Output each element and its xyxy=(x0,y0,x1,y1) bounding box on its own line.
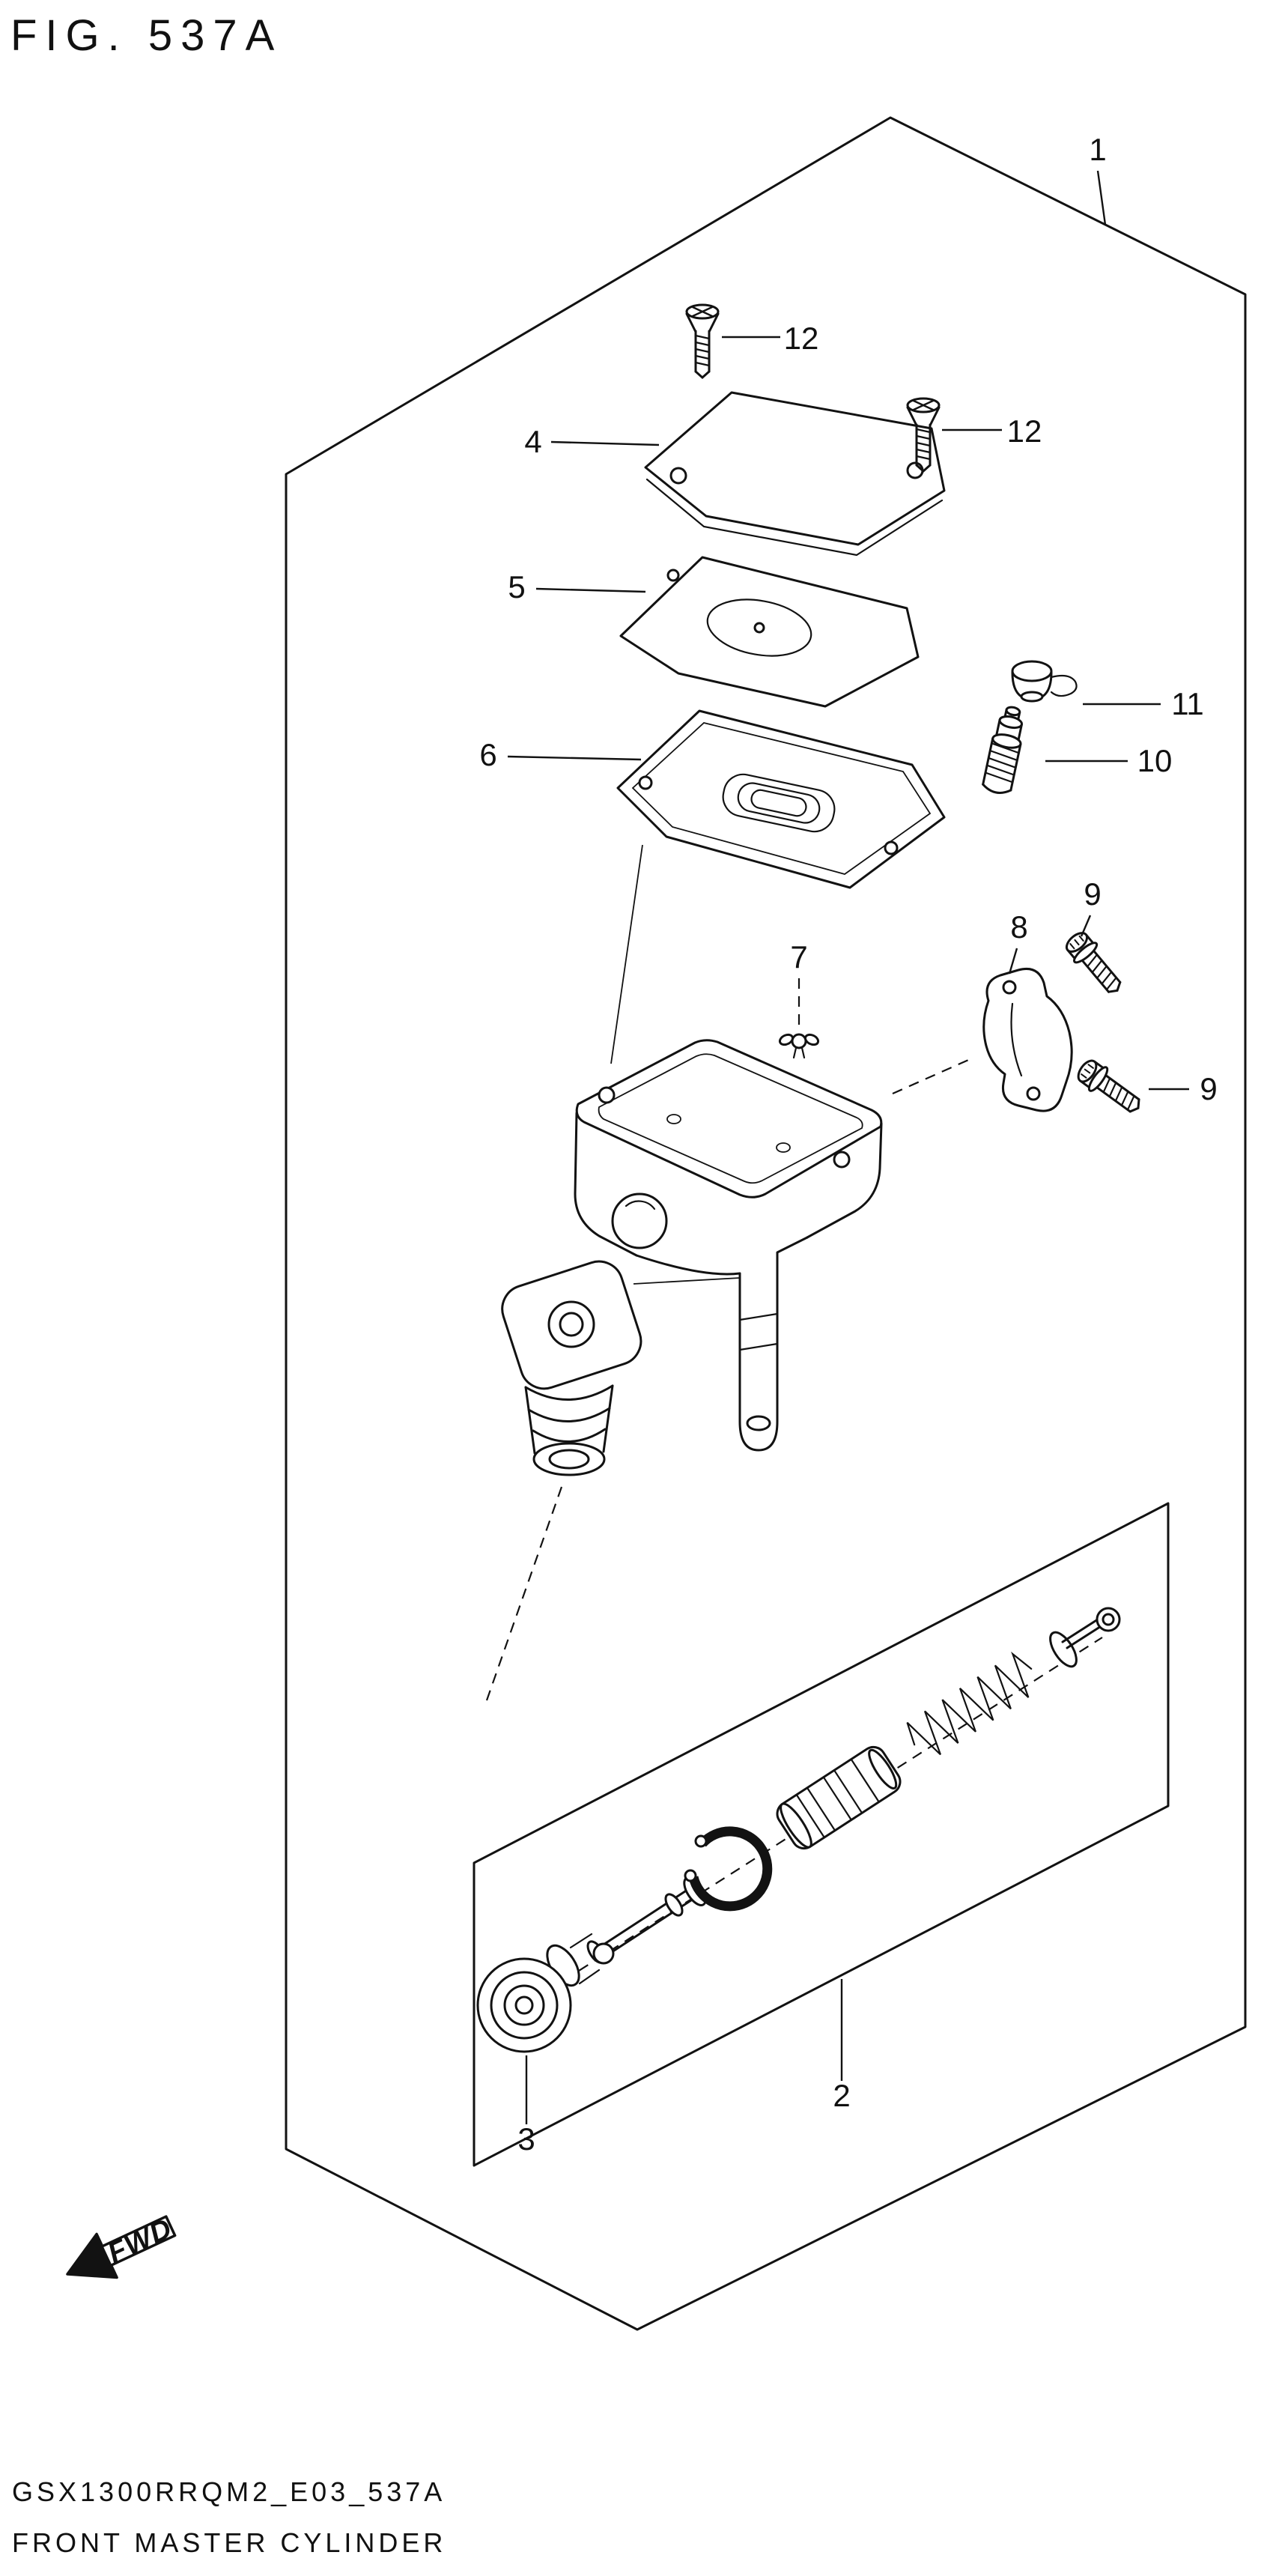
callout-6-label: 6 xyxy=(479,737,496,772)
figure-title: FIG. 537A xyxy=(10,11,283,60)
reservoir-cap-4 xyxy=(644,391,946,557)
rod-end xyxy=(1049,1607,1121,1668)
callout-12b-label: 12 xyxy=(1007,413,1042,449)
figure-caption: FRONT MASTER CYLINDER xyxy=(12,2527,447,2558)
reservoir-plate-5 xyxy=(619,556,920,708)
callout-7: 7 xyxy=(790,939,808,1026)
callout-4: 4 xyxy=(524,424,660,459)
callout-3: 3 xyxy=(517,2055,535,2157)
master-cylinder-body xyxy=(501,1039,883,1476)
callout-3-label: 3 xyxy=(517,2121,535,2157)
callout-9b-label: 9 xyxy=(1200,1071,1217,1106)
fwd-label: FWD xyxy=(103,2213,177,2270)
bleeder-valve-10 xyxy=(982,706,1024,794)
piston-kit-boundary xyxy=(473,1502,1170,2167)
callout-9a: 9 xyxy=(1080,876,1102,937)
callout-12a: 12 xyxy=(722,321,818,356)
assembly-boundary xyxy=(285,116,1247,2331)
fwd-arrowhead xyxy=(66,2232,118,2279)
callout-1-label: 1 xyxy=(1089,132,1106,167)
callout-12a-label: 12 xyxy=(784,321,819,356)
callout-6: 6 xyxy=(479,737,642,772)
callout-12b: 12 xyxy=(942,413,1042,449)
callout-10: 10 xyxy=(1045,743,1172,778)
callout-5-label: 5 xyxy=(508,569,525,604)
callout-8: 8 xyxy=(1008,909,1028,975)
callout-11-label: 11 xyxy=(1171,686,1204,721)
callout-1: 1 xyxy=(1089,132,1107,225)
callout-10-label: 10 xyxy=(1137,743,1173,778)
callout-11: 11 xyxy=(1083,686,1204,721)
small-screw-7 xyxy=(778,1033,820,1059)
holder-clamp-8 xyxy=(982,967,1073,1112)
callout-9a-label: 9 xyxy=(1084,876,1101,912)
return-spring xyxy=(906,1651,1033,1756)
piston-assembly xyxy=(776,1745,902,1850)
clamp-bolt-9b xyxy=(1072,1054,1148,1121)
cap-screw-12a xyxy=(685,303,720,379)
circlip xyxy=(684,1826,773,1912)
clamp-bolt-9a xyxy=(1060,927,1130,1001)
callout-5: 5 xyxy=(508,569,646,604)
callout-8-label: 8 xyxy=(1010,909,1027,945)
fwd-marker: FWD xyxy=(66,2213,177,2279)
figure-code: GSX1300RRQM2_E03_537A xyxy=(12,2476,446,2507)
callout-4-label: 4 xyxy=(524,424,541,459)
piston-boot-3 xyxy=(476,1933,606,2053)
callout-7-label: 7 xyxy=(790,939,807,975)
bleeder-cap-11 xyxy=(1011,660,1078,703)
diaphragm-6 xyxy=(616,709,946,889)
callout-2-label: 2 xyxy=(833,2078,850,2113)
callout-9b: 9 xyxy=(1149,1071,1218,1106)
callout-2: 2 xyxy=(833,1979,851,2113)
